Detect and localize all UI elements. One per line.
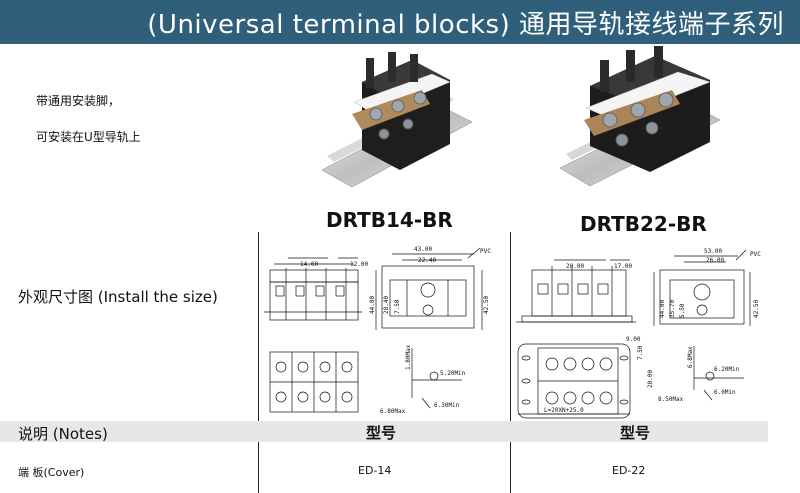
column-divider-left (258, 232, 259, 493)
dim-h3-2: 5.50 (679, 303, 686, 318)
dim-screw-min-1: 5.20Min (440, 370, 466, 377)
dim-hole-min-2: 6.0Min (714, 389, 736, 396)
dim-side-2: 7.50 (637, 345, 644, 360)
dim-hole-min-1: 6.30Min (434, 402, 460, 409)
dim-height-2: 44.00 (659, 300, 666, 318)
page-title: (Universal terminal blocks) 通用导轨接线端子系列 (147, 9, 784, 40)
intro-note-1: 带通用安装脚， (36, 94, 121, 108)
model-name-2: DRTB22-BR (580, 212, 707, 236)
dim-hole-max-2: 8.50Max (658, 396, 684, 403)
dim-edge-2: 17.00 (614, 263, 632, 270)
dim-total-1: 42.50 (483, 296, 490, 314)
dim-screw-min-2: 6.20Min (714, 366, 740, 373)
model-header-1: 型号 (366, 424, 397, 442)
dim-length-2: L=20XN+25.0 (544, 407, 584, 414)
dim-inner-1: 22.40 (418, 257, 436, 264)
intro-note-2: 可安装在U型导轨上 (36, 130, 141, 144)
product-photo-drtb14 (322, 52, 472, 187)
cover-row: 端 板(Cover) ED-14 ED-22 (0, 460, 768, 482)
dim-inner-2: 26.00 (706, 257, 724, 264)
dimension-drawing-drtb22: 20.00 17.00 53.00 26.00 PVC 44.00 35.70 … (516, 248, 761, 419)
dim-pitch-2: 20.00 (566, 263, 584, 270)
dim-mid-2: 20.00 (647, 370, 654, 388)
dim-material-1: PVC (480, 248, 491, 255)
dim-top-2: 9.00 (626, 336, 641, 343)
notes-header-row: 说明 (Notes) 型号 型号 (0, 421, 768, 443)
cover-label: 端 板(Cover) (18, 466, 85, 479)
dim-edge-1: 12.00 (350, 261, 368, 268)
dim-h3-1: 7.50 (394, 299, 401, 314)
install-size-label: 外观尺寸图 (Install the size) (18, 288, 218, 306)
dim-total-2: 42.50 (753, 300, 760, 318)
model-header-2: 型号 (620, 424, 651, 442)
model-name-1: DRTB14-BR (326, 208, 453, 232)
dim-h2-2: 35.70 (669, 300, 676, 318)
dim-slot-2: 6.8Max (687, 346, 694, 368)
notes-label: 说明 (Notes) (18, 425, 108, 443)
dim-width-2: 53.00 (704, 248, 722, 255)
dimension-drawing-drtb14: 14.00 12.00 43.00 22.40 PVC 44.00 28.40 … (264, 246, 491, 415)
column-divider-mid (510, 232, 511, 493)
header-banner: (Universal terminal blocks) 通用导轨接线端子系列 (0, 0, 800, 44)
cover-value-2: ED-22 (612, 464, 646, 477)
cover-value-1: ED-14 (358, 464, 392, 477)
dim-pitch-1: 14.00 (300, 261, 318, 268)
dim-hole-max-1: 6.80Max (380, 408, 406, 415)
dim-h2-1: 28.40 (383, 296, 390, 314)
dim-material-2: PVC (750, 251, 761, 258)
dim-height-1: 44.00 (369, 296, 376, 314)
dim-width-1: 43.00 (414, 246, 432, 253)
product-photo-drtb22 (560, 46, 720, 186)
dim-slot-1: 1.80Max (405, 344, 412, 370)
